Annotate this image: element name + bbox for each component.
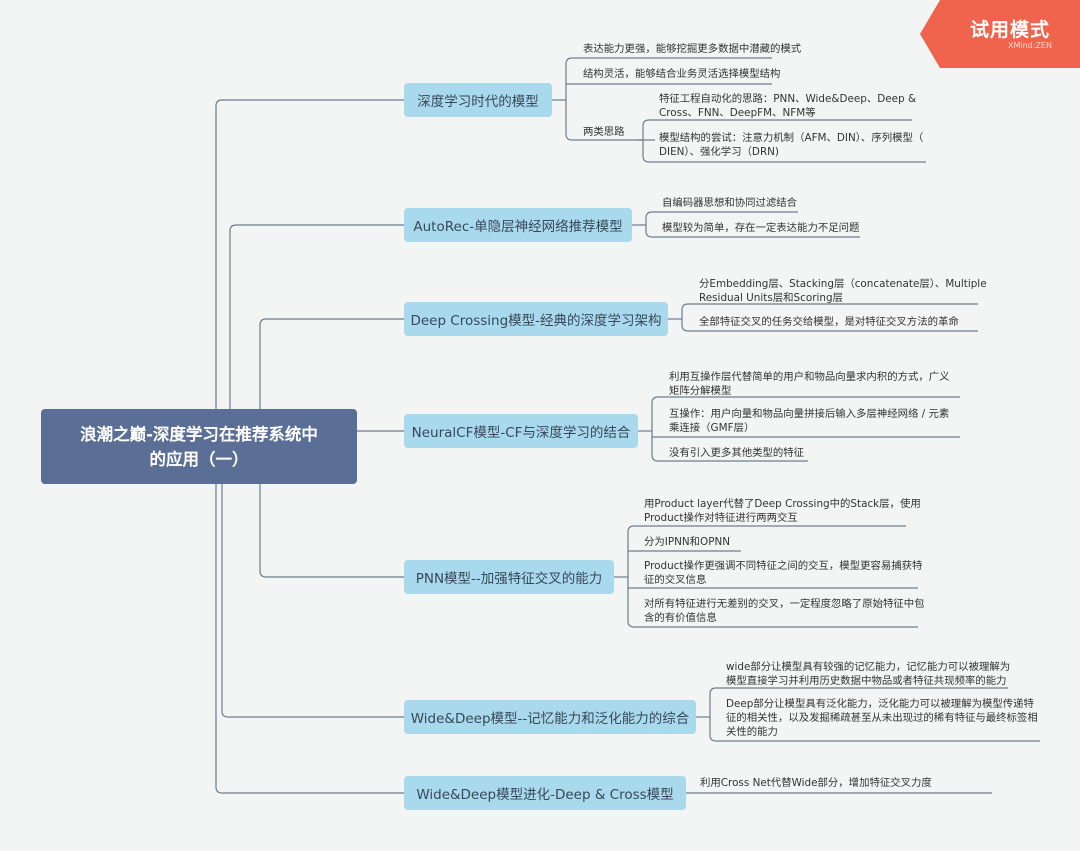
leaf-text[interactable]: 互操作：用户向量和物品向量拼接后输入多层神经网络 / 元素 乘连接（GMF层） [669, 408, 950, 434]
connector-branch-leaf [709, 717, 1040, 742]
branch-label: Deep Crossing模型-经典的深度学习架构 [410, 313, 662, 329]
leaf-text[interactable]: 利用Cross Net代替Wide部分，增加特征交叉力度 [700, 777, 932, 789]
branch-autorec[interactable]: AutoRec-单隐层神经网络推荐模型 [404, 208, 632, 242]
connector-branch-leaf [645, 225, 860, 238]
branch-label: PNN模型--加强特征交叉的能力 [415, 571, 603, 587]
connector-branch-leaf [681, 319, 978, 332]
branch-label: AutoRec-单隐层神经网络推荐模型 [413, 219, 623, 235]
connector-branch-leaf [565, 100, 655, 141]
leaf-text[interactable]: 用Product layer代替了Deep Crossing中的Stack层，使… [644, 498, 921, 524]
connector-branch-leaf [627, 577, 918, 628]
connector-branch-leaf [681, 303, 978, 319]
branch-label: 深度学习时代的模型 [417, 94, 539, 110]
connector-root-branch [215, 99, 404, 409]
branch-wide-deep[interactable]: Wide&Deep模型--记忆能力和泛化能力的综合 [404, 700, 696, 734]
leaf-text[interactable]: 两类思路 [583, 126, 625, 138]
connector-branch-leaf [645, 211, 798, 225]
leaf-text[interactable]: 分为IPNN和OPNN [644, 536, 731, 548]
connector-branch-leaf [642, 119, 912, 140]
leaf-text[interactable]: wide部分让模型具有较强的记忆能力，记忆能力可以被理解为 模型直接学习并利用历… [726, 661, 1011, 687]
branch-label: Wide&Deep模型进化-Deep & Cross模型 [416, 787, 674, 803]
sub-leaf-text[interactable]: 模型结构的尝试：注意力机制（AFM、DIN）、序列模型（ DIEN）、强化学习（… [659, 132, 924, 158]
leaf-text[interactable]: 表达能力更强，能够挖掘更多数据中潜藏的模式 [583, 43, 802, 55]
leaf-text[interactable]: 自编码器思想和协同过滤结合 [662, 197, 798, 209]
leaf-text[interactable]: 分Embedding层、Stacking层（concatenate层）、Mult… [699, 278, 987, 304]
badge-title: 试用模式 [970, 19, 1051, 41]
connector-root-branch [259, 318, 404, 409]
leaf-text[interactable]: 利用互操作层代替简单的用户和物品向量求内积的方式，广义 矩阵分解模型 [669, 371, 950, 397]
leaf-text[interactable]: 没有引入更多其他类型的特征 [669, 447, 805, 459]
connector-root-branch [259, 484, 404, 578]
leaf-text[interactable]: 全部特征交叉的任务交给模型，是对特征交叉方法的革命 [699, 316, 959, 328]
connector-branch-leaf [651, 396, 960, 431]
connector-root-branch [215, 484, 404, 794]
branch-neuralcf[interactable]: NeuralCF模型-CF与深度学习的结合 [404, 414, 638, 448]
sub-leaf-text[interactable]: 特征工程自动化的思路：PNN、Wide&Deep、Deep & Cross、FN… [659, 93, 917, 119]
trial-mode-badge[interactable] [920, 0, 1080, 68]
leaf-text[interactable]: 结构灵活，能够结合业务灵活选择模型结构 [583, 68, 781, 80]
connector-root-branch [229, 224, 404, 409]
connector-branch-leaf [627, 525, 906, 577]
branch-label: Wide&Deep模型--记忆能力和泛化能力的综合 [410, 711, 690, 727]
leaf-text[interactable]: 对所有特征进行无差别的交叉，一定程度忽略了原始特征中包 含的有价值信息 [644, 598, 925, 624]
connector-root-branch [221, 484, 404, 718]
connector-branch-leaf [651, 431, 808, 462]
connector-branch-leaf [565, 57, 772, 100]
badge-subtitle: XMind:ZEN [1008, 41, 1052, 50]
root-label: 浪潮之巅-深度学习在推荐系统中 的应用（一） [80, 424, 318, 469]
badge-shape [920, 0, 1080, 68]
connector-branch-leaf [709, 687, 1008, 717]
branch-deep-cross[interactable]: Wide&Deep模型进化-Deep & Cross模型 [404, 776, 686, 810]
leaf-text[interactable]: Deep部分让模型具有泛化能力，泛化能力可以被理解为模型传递特 征的相关性，以及… [726, 698, 1038, 738]
connector-branch-leaf [642, 140, 926, 163]
branch-deep-crossing[interactable]: Deep Crossing模型-经典的深度学习架构 [404, 302, 668, 336]
branch-deep-learning-era[interactable]: 深度学习时代的模型 [404, 83, 552, 117]
leaf-text[interactable]: 模型较为简单，存在一定表达能力不足问题 [662, 222, 860, 234]
root-topic[interactable]: 浪潮之巅-深度学习在推荐系统中 的应用（一） [41, 409, 357, 484]
branch-pnn[interactable]: PNN模型--加强特征交叉的能力 [404, 560, 614, 594]
leaf-text[interactable]: Product操作更强调不同特征之间的交互，模型更容易捕获特 征的交叉信息 [644, 560, 923, 586]
branch-label: NeuralCF模型-CF与深度学习的结合 [411, 425, 631, 441]
